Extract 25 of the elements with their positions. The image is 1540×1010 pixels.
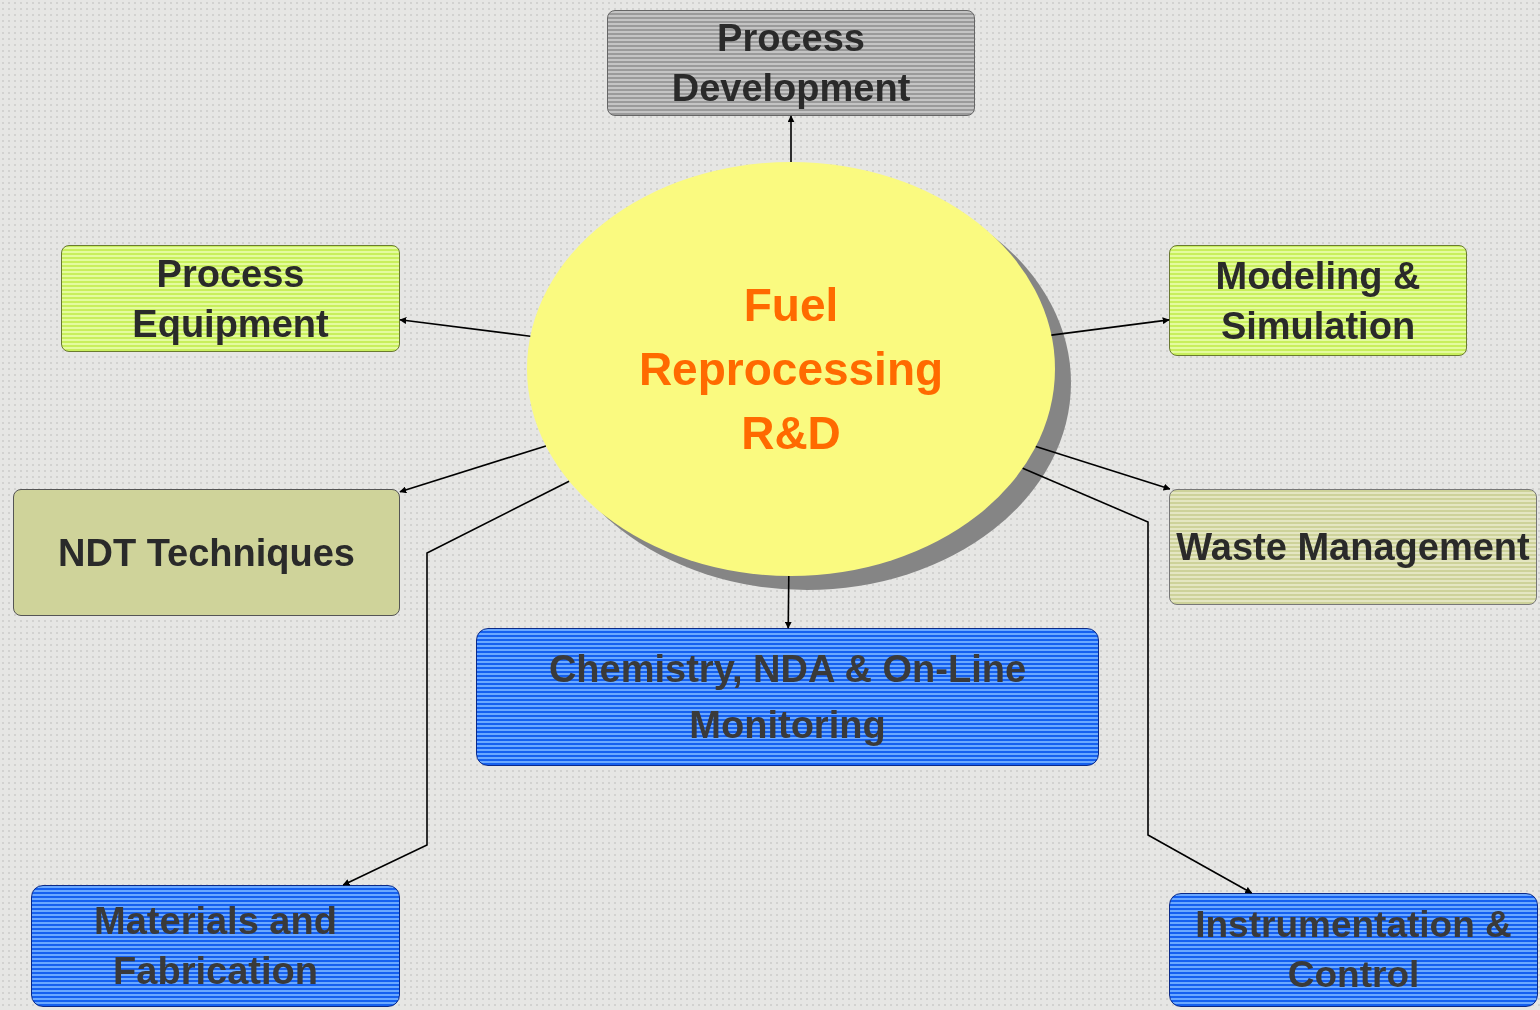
node-label: Materials and Fabrication bbox=[93, 899, 338, 994]
topic-box bbox=[1169, 893, 1538, 1007]
topic-box bbox=[31, 885, 400, 1007]
arrow bbox=[1035, 445, 1171, 491]
node-label: Process Development bbox=[670, 16, 912, 111]
node-label: Waste Management bbox=[1176, 525, 1530, 570]
arrow bbox=[342, 480, 570, 886]
node-label: NDT Techniques bbox=[58, 530, 355, 576]
arrow bbox=[1050, 317, 1170, 336]
topic-box bbox=[1169, 489, 1537, 605]
node-label: Modeling & Simulation bbox=[1214, 253, 1422, 349]
arrow bbox=[784, 575, 792, 629]
node-label: Fuel Reprocessing R&D bbox=[637, 278, 945, 461]
node-label: Instrumentation & Control bbox=[1194, 903, 1513, 997]
arrow bbox=[399, 445, 547, 494]
node-label: Chemistry, NDA & On-Line Monitoring bbox=[547, 647, 1028, 748]
arrow bbox=[787, 115, 795, 163]
topic-box bbox=[476, 628, 1099, 766]
topic-box bbox=[607, 10, 975, 116]
topic-box bbox=[1169, 245, 1467, 356]
topic-box bbox=[13, 489, 400, 616]
arrow bbox=[1021, 467, 1253, 894]
topic-box bbox=[61, 245, 400, 352]
arrow bbox=[399, 317, 532, 337]
node-label: Process Equipment bbox=[131, 251, 330, 347]
